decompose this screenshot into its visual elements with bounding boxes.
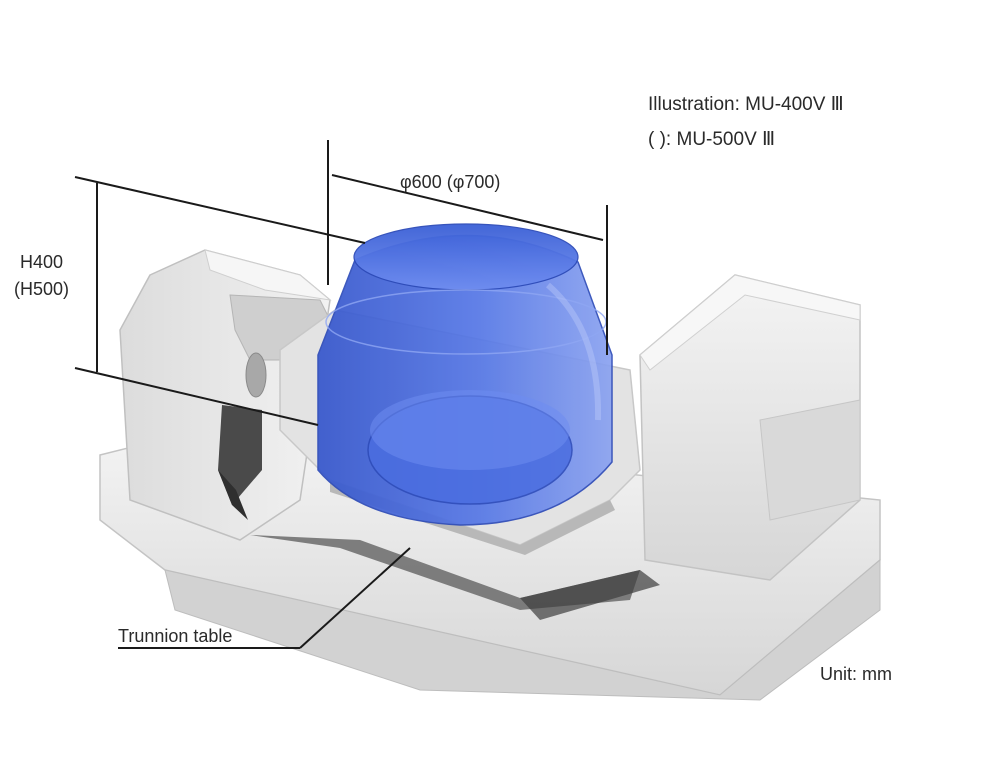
height-dimension: [74, 176, 366, 426]
diameter-dimension: [327, 140, 608, 355]
illustration-caption-line2: ( ): MU-500V Ⅲ: [648, 129, 775, 150]
trunnion-callout-leader: [118, 547, 411, 649]
height-extension-top: [74, 176, 366, 244]
workpiece-envelope: [317, 223, 613, 526]
unit-label: Unit: mm: [820, 664, 892, 684]
diameter-dimension-line: [331, 174, 604, 241]
trunnion-table-label: Trunnion table: [118, 626, 232, 646]
illustration-caption-line1: Illustration: MU-400V Ⅲ: [648, 94, 844, 115]
height-extension-bottom: [74, 367, 319, 426]
right-trunnion-housing: [639, 274, 861, 581]
height-label-line2: (H500): [14, 279, 69, 299]
diameter-label: φ600 (φ700): [400, 172, 500, 192]
height-label-line1: H400: [20, 252, 63, 272]
